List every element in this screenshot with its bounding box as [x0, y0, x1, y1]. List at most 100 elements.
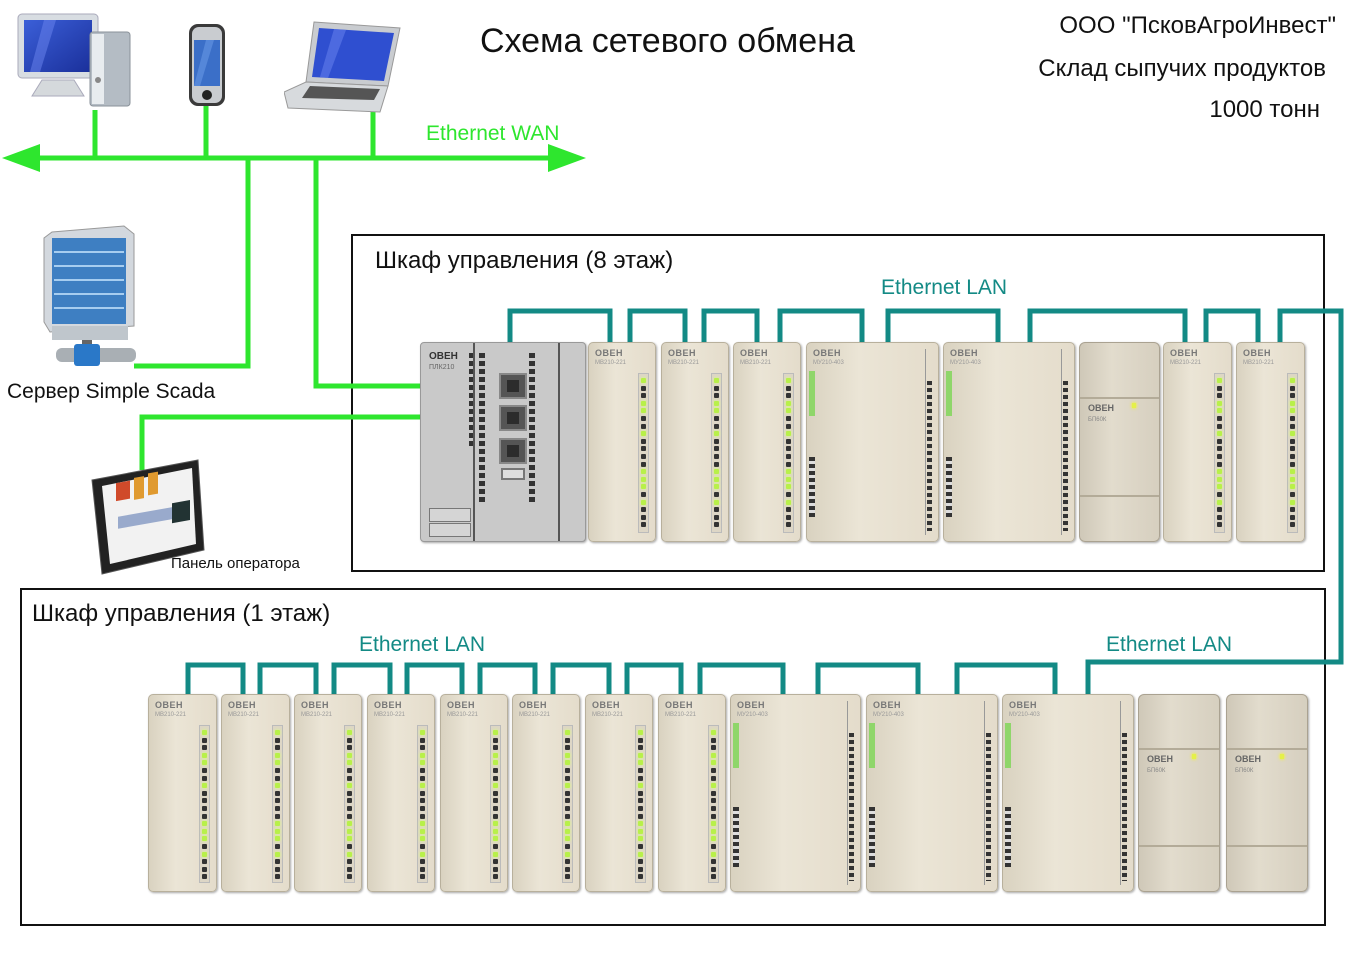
- status-led-icon: [275, 844, 280, 849]
- status-led-icon: [641, 499, 646, 505]
- status-led-icon: [786, 492, 791, 497]
- module-model: МУ210-403: [950, 360, 981, 366]
- laptop-icon: [284, 21, 401, 113]
- status-led-icon: [202, 866, 207, 872]
- status-led-icon: [1290, 400, 1295, 406]
- status-led-icon: [641, 469, 646, 475]
- cabinet-floor-8: [351, 234, 1325, 572]
- facility-capacity: 1000 тонн: [1209, 96, 1320, 123]
- status-led-icon: [420, 737, 425, 743]
- status-led-icon: [1217, 469, 1222, 475]
- module-brand: ОВЕН: [668, 348, 697, 358]
- status-led-icon: [202, 790, 207, 796]
- status-led-icon: [714, 423, 719, 429]
- status-led-icon: [202, 828, 207, 834]
- module-led-strip: [344, 725, 355, 883]
- status-led-icon: [638, 768, 643, 773]
- status-led-icon: [202, 851, 207, 857]
- module-model: МУ210-403: [737, 712, 768, 718]
- module-model: МВ210-221: [519, 712, 551, 718]
- module-model: МВ210-221: [665, 712, 697, 718]
- status-led-icon: [347, 859, 352, 865]
- status-led-icon: [638, 813, 643, 819]
- status-led-icon: [493, 806, 498, 811]
- status-led-icon: [565, 844, 570, 849]
- status-led-icon: [347, 752, 352, 758]
- status-led-icon: [202, 798, 207, 804]
- module-model: МВ210-221: [1170, 360, 1202, 366]
- lan-link-floor-8-4: [777, 308, 865, 342]
- module-led-strip: [562, 725, 573, 883]
- status-led-icon: [638, 730, 643, 735]
- status-led-icon: [420, 768, 425, 773]
- status-led-icon: [714, 446, 719, 452]
- status-led-icon: [1217, 507, 1222, 513]
- desktop-computer-icon: [17, 13, 131, 107]
- status-led-icon: [1217, 438, 1222, 444]
- status-led-icon: [1290, 469, 1295, 475]
- status-led-icon: [711, 821, 716, 827]
- status-led-icon: [565, 768, 570, 773]
- rj45-port-1[interactable]: [499, 373, 527, 399]
- status-led-icon: [493, 737, 498, 743]
- lan-link-floor-8-3: [701, 308, 760, 342]
- module-brand: ОВЕН: [950, 348, 979, 358]
- status-led-icon: [493, 768, 498, 773]
- status-led-icon: [638, 844, 643, 849]
- status-led-icon: [711, 806, 716, 811]
- power-led-icon: [1280, 754, 1285, 760]
- power-led-icon: [1132, 403, 1137, 408]
- status-led-icon: [711, 844, 716, 849]
- status-led-icon: [347, 775, 352, 781]
- status-led-icon: [786, 416, 791, 421]
- status-led-icon: [714, 507, 719, 513]
- rj45-port-3[interactable]: [499, 438, 527, 464]
- status-led-icon: [714, 416, 719, 421]
- status-led-icon: [1217, 454, 1222, 459]
- status-led-icon: [347, 813, 352, 819]
- status-led-icon: [638, 798, 643, 804]
- facility-name: Склад сыпучих продуктов: [1038, 55, 1326, 82]
- status-led-icon: [711, 745, 716, 751]
- status-led-icon: [711, 859, 716, 865]
- status-led-icon: [565, 737, 570, 743]
- module-model: МВ210-221: [740, 360, 772, 366]
- status-led-icon: [711, 828, 716, 834]
- status-led-icon: [347, 821, 352, 827]
- status-led-icon: [347, 836, 352, 842]
- module-model: МВ210-221: [155, 712, 187, 718]
- psu-band: [1080, 495, 1159, 497]
- status-led-icon: [565, 836, 570, 842]
- status-led-icon: [202, 783, 207, 789]
- psu-band: [1139, 845, 1219, 848]
- status-led-icon: [565, 866, 570, 872]
- status-led-icon: [347, 844, 352, 849]
- module-brand: ОВЕН: [1170, 348, 1199, 358]
- module-model: МВ210-221: [228, 712, 260, 718]
- power-led-icon: [1192, 754, 1197, 760]
- status-led-icon: [641, 446, 646, 452]
- status-led-icon: [1217, 400, 1222, 406]
- module-brand: ОВЕН: [301, 700, 330, 710]
- status-led-icon: [786, 484, 791, 490]
- status-led-icon: [275, 836, 280, 842]
- server-icon: [43, 225, 136, 366]
- rj45-port-2[interactable]: [499, 405, 527, 431]
- status-led-icon: [493, 775, 498, 781]
- usb-host-port[interactable]: [501, 468, 525, 480]
- status-led-icon: [1290, 393, 1295, 399]
- status-led-icon: [420, 783, 425, 789]
- status-led-icon: [786, 446, 791, 452]
- status-led-icon: [786, 522, 791, 528]
- module-model: МУ210-403: [873, 712, 904, 718]
- module-brand: ОВЕН: [1235, 754, 1262, 765]
- org-name: ООО "ПсковАгроИнвест": [1059, 12, 1336, 39]
- status-led-icon: [1290, 408, 1295, 414]
- status-led-icon: [202, 806, 207, 811]
- status-led-icon: [565, 813, 570, 819]
- module-led-strip: [783, 373, 794, 533]
